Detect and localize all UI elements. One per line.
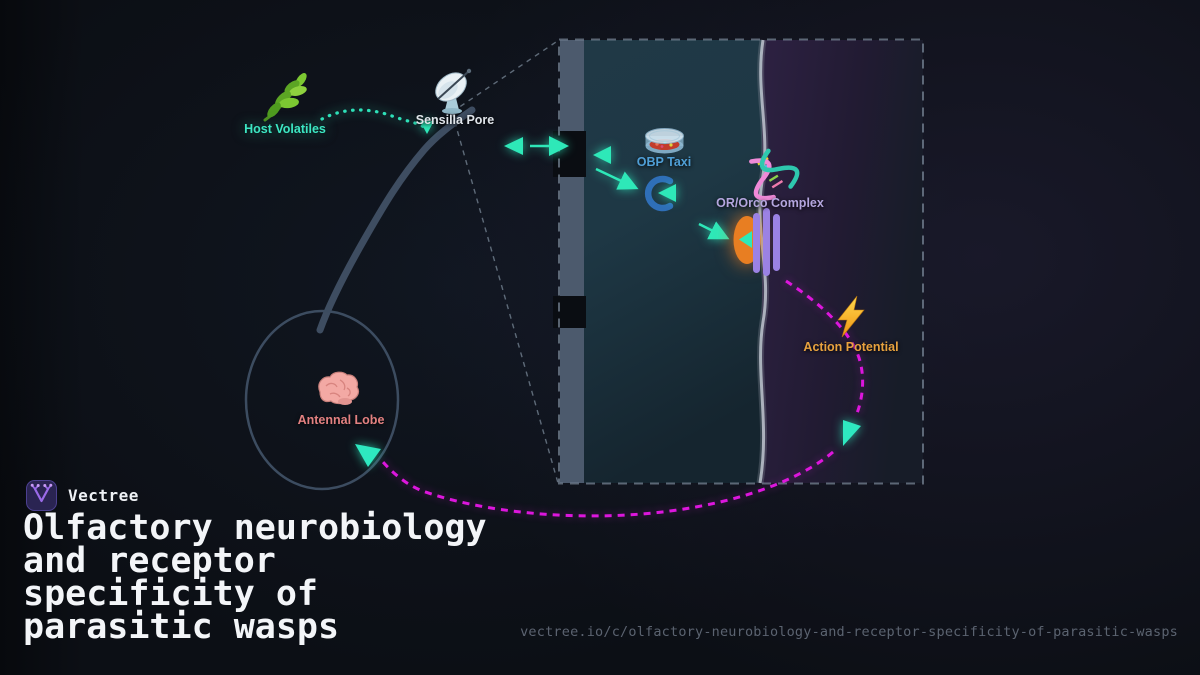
cuticle-wall [560, 40, 584, 483]
cuticle-pore-gap-upper [553, 131, 586, 177]
arrow-to-obp [595, 167, 639, 190]
lightning-bolt-icon [837, 295, 865, 338]
signal-path [381, 279, 865, 518]
herb-icon [263, 73, 307, 122]
title-line: parasitic wasps [23, 607, 340, 647]
odorant-molecule-in-receptor [739, 231, 752, 248]
scent-dotted-line [320, 108, 426, 129]
brand-name: Vectree [68, 486, 139, 505]
membrane-line [758, 39, 768, 484]
cuticle-pore-gap-lower [553, 296, 586, 328]
zoom-connector-lines [451, 39, 560, 484]
title-line: specificity of [23, 574, 319, 614]
page-title: Olfactory neurobiology and receptor spec… [23, 508, 487, 647]
channel-bar [763, 208, 770, 276]
title-line: Olfactory neurobiology [23, 508, 487, 548]
ion-channel-bars [753, 208, 780, 276]
scent-arrowhead [420, 121, 434, 134]
sensilla-pore-label: Sensilla Pore [416, 113, 495, 127]
channel-bar [753, 213, 760, 273]
brain-icon [318, 371, 360, 405]
host-volatiles-label: Host Volatiles [244, 122, 326, 136]
odorant-molecule-in-pore [593, 146, 611, 164]
odorant-molecule-outside [504, 137, 523, 155]
title-line: and receptor [23, 541, 276, 581]
sensillum-zoom-panel [553, 38, 924, 485]
signal-curve-lower [381, 450, 834, 518]
petri-dish-icon [645, 128, 684, 154]
arrow-to-receptor [698, 221, 730, 240]
scent-trail [320, 108, 434, 134]
odorant-molecules [504, 136, 730, 240]
odorant-molecule-in-obp [658, 184, 676, 202]
dna-icon [749, 148, 800, 201]
signal-curve-upper [785, 279, 865, 417]
page-url: vectree.io/c/olfactory-neurobiology-and-… [520, 624, 1178, 640]
hemolymph-zone [762, 40, 923, 483]
zoom-panel-border [558, 38, 924, 485]
wasp-head-outline [244, 309, 400, 491]
sensillum-lymph-zone [560, 40, 762, 483]
antenna-line [316, 106, 476, 334]
brand-row: Vectree [26, 480, 139, 511]
satellite-dish-icon [435, 68, 472, 114]
antennal-lobe-label: Antennal Lobe [298, 413, 385, 427]
zoom-connector-top [451, 39, 560, 113]
action-potential-label: Action Potential [803, 340, 898, 354]
signal-arrowhead-to-lobe [355, 444, 381, 467]
channel-bar [773, 214, 780, 271]
zoom-connector-bottom [451, 111, 559, 484]
signal-arrowhead-down [843, 420, 861, 446]
vectree-logo-icon [26, 480, 57, 511]
obp-protein-crescent [644, 175, 674, 212]
obp-taxi-label: OBP Taxi [637, 155, 691, 169]
or-orco-complex-label: OR/Orco Complex [716, 196, 824, 210]
